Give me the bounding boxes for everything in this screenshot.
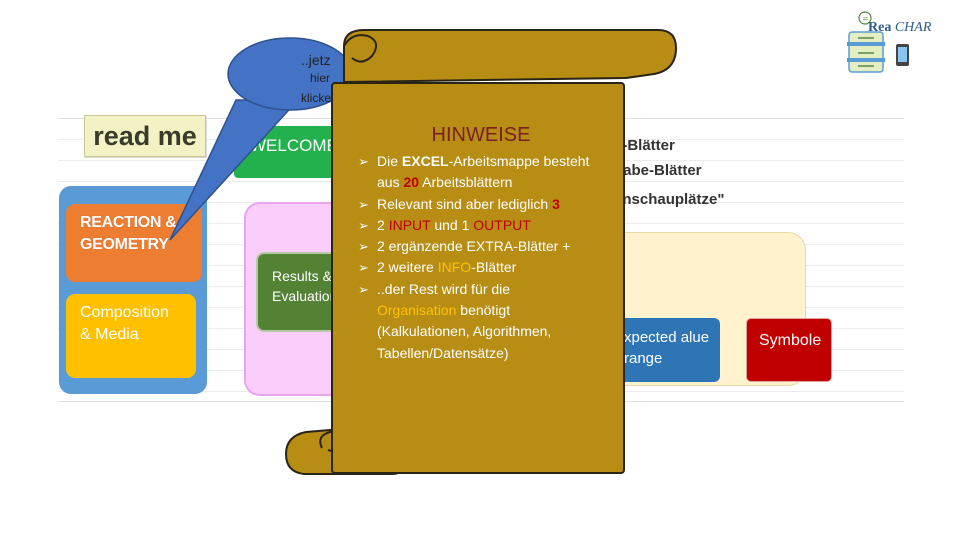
arrow-bullet-icon: ➢ <box>358 260 369 276</box>
text: Die <box>377 153 402 169</box>
arrow-bullet-icon: ➢ <box>358 281 369 297</box>
text: -Blätter <box>471 259 517 276</box>
sheet-header-3: enschauplätze" <box>614 191 725 208</box>
scroll-curl-top <box>343 34 378 63</box>
logo-rea: Rea <box>868 20 892 35</box>
bubble-line-3: klicke <box>301 91 332 105</box>
text: Relevant sind aber lediglich <box>377 195 553 212</box>
text: -Arbeitsmappe besteht <box>448 153 590 169</box>
text-output: OUTPUT <box>473 216 531 233</box>
bubble-line-2: hier <box>310 71 331 85</box>
arrow-bullet-icon: ➢ <box>358 239 369 255</box>
composition-media-button[interactable]: Composition & Media <box>66 294 196 378</box>
scroll-body <box>331 82 625 474</box>
text: aus <box>377 174 404 191</box>
hinweis-item-4: ➢ 2 ergänzende EXTRA-Blätter + <box>340 236 628 257</box>
bubble-oval <box>227 37 350 111</box>
svg-text:=: = <box>863 15 869 23</box>
text-organisation: Organisation <box>377 302 457 319</box>
text: Arbeitsblättern <box>419 174 513 191</box>
logo: = <box>838 8 918 74</box>
expected-value-range-button[interactable]: xpected alue range <box>612 318 720 382</box>
hinweise-title: HINWEISE <box>431 124 531 146</box>
sheet-header-1: e-Blätter <box>614 137 675 154</box>
scroll-top-roll <box>343 29 678 84</box>
reaction-geometry-button[interactable]: REACTION & GEOMETRY <box>66 204 202 282</box>
logo-graphic: = <box>847 11 909 73</box>
speech-bubble <box>169 37 350 241</box>
text-number: 20 <box>403 174 420 191</box>
text: und 1 <box>430 216 474 233</box>
arrow-bullet-icon: ➢ <box>358 154 369 169</box>
symbole-button[interactable]: Symbole <box>746 318 832 382</box>
arrow-bullet-icon: ➢ <box>358 196 369 212</box>
text: Tabellen/Datensätze) <box>377 344 509 361</box>
logo-char: CHAR <box>894 20 932 35</box>
text: benötigt <box>456 302 511 319</box>
sheet-header-2: gabe-Blätter <box>614 162 702 179</box>
results-evaluation-button[interactable]: Results & Evaluation <box>256 252 340 332</box>
hinweis-item-2: ➢ Relevant sind aber lediglich 3 <box>340 194 628 215</box>
text: (Kalkulationen, Algorithmen, <box>377 323 552 340</box>
hinweis-item-5: ➢ 2 weitere INFO-Blätter <box>340 257 628 278</box>
read-me-button[interactable]: read me <box>84 115 206 157</box>
text: 2 <box>377 216 389 233</box>
logo-text: Rea CHAR <box>868 20 931 36</box>
bubble-line-1: ..jetz <box>301 52 331 68</box>
text: 2 ergänzende EXTRA-Blätter + <box>377 238 571 255</box>
text: ..der Rest wird für die <box>377 280 511 297</box>
text-number: 3 <box>552 195 560 212</box>
text-info: INFO <box>437 259 472 276</box>
bubble-tail <box>169 99 300 241</box>
hinweise-list: ➢ Die EXCEL-Arbeitsmappe besteht aus 20 … <box>340 151 628 364</box>
hinweis-item-1: ➢ Die EXCEL-Arbeitsmappe besteht aus 20 … <box>340 151 628 194</box>
arrow-bullet-icon: ➢ <box>358 217 369 233</box>
hinweis-item-6: ➢ ..der Rest wird für die Organisation b… <box>340 279 628 364</box>
text-bold: EXCEL <box>401 153 449 169</box>
text: 2 weitere <box>377 259 438 276</box>
hinweis-item-3: ➢ 2 INPUT und 1 OUTPUT <box>340 215 628 236</box>
text-input: INPUT <box>388 216 431 233</box>
